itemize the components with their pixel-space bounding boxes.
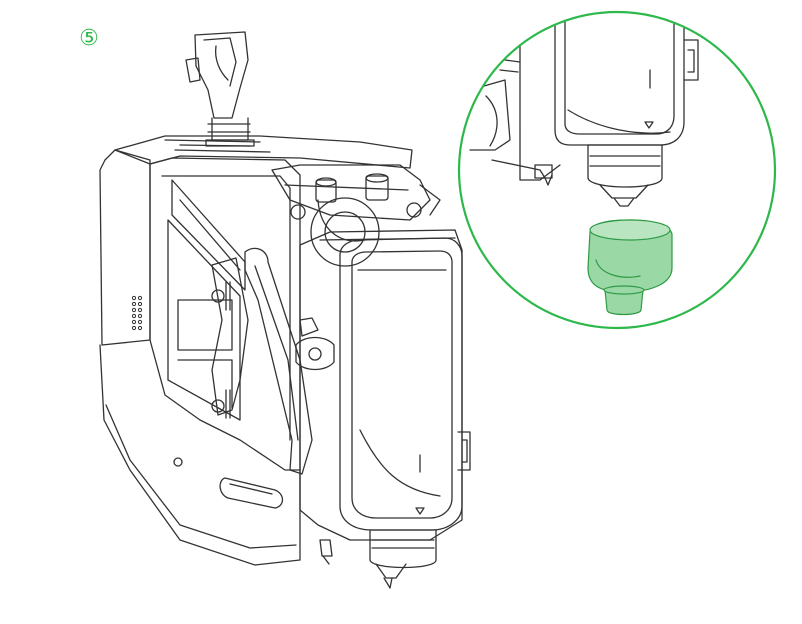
side-frame <box>149 157 301 471</box>
hinge-lever <box>244 247 313 475</box>
zoom-callout <box>457 10 777 330</box>
front-cover <box>339 237 463 531</box>
vent-grille <box>131 295 143 331</box>
toolhead-assembly <box>99 31 471 589</box>
housing-left-block <box>99 149 151 346</box>
silicone-sock <box>587 219 673 316</box>
housing-pill-slot <box>219 477 284 509</box>
latch-arm <box>211 257 249 419</box>
front-chassis <box>299 229 463 541</box>
release-knob <box>295 317 335 371</box>
main-nozzle <box>369 529 437 589</box>
step-number-badge: ⑤ <box>79 26 99 51</box>
cable-clip <box>185 31 255 147</box>
